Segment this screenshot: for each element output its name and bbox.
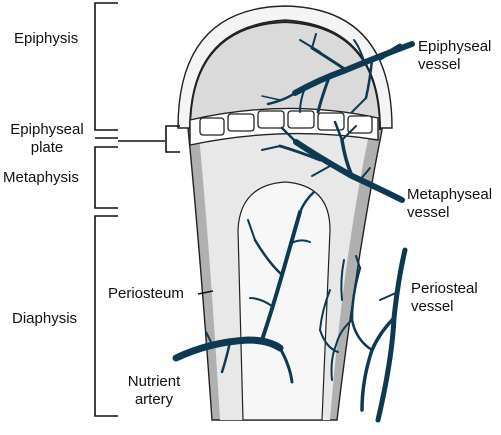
diaphysis-bracket xyxy=(94,215,118,417)
label-epiphyseal-plate: Epiphyseal plate xyxy=(10,121,84,156)
label-metaphyseal-vessel: Metaphyseal vessel xyxy=(407,186,493,221)
label-periosteal-vessel: Periosteal vessel xyxy=(411,280,478,315)
plate-pointer-bracket xyxy=(165,125,180,153)
plate-cell xyxy=(287,110,315,129)
nutrient-artery-vessel xyxy=(172,190,316,384)
medullary-cavity xyxy=(237,181,331,421)
epiphysis-bracket xyxy=(94,2,118,131)
periosteum-leader xyxy=(197,290,214,295)
label-epiphysis: Epiphysis xyxy=(14,30,79,47)
label-epiphyseal-vessel: Epiphyseal vessel xyxy=(418,38,492,73)
metaphyseal-vessel xyxy=(261,120,405,203)
plate-cell xyxy=(257,110,285,129)
metaphysis-bracket xyxy=(94,146,118,209)
label-nutrient-artery: Nutrient artery xyxy=(127,373,181,408)
plate-cell xyxy=(317,112,345,131)
vessels xyxy=(172,33,415,423)
plate-cell xyxy=(199,117,225,136)
epiphyseal-vessel xyxy=(261,33,415,114)
region-brackets xyxy=(94,2,214,417)
periosteal-vessel xyxy=(319,247,408,423)
label-diaphysis: Diaphysis xyxy=(12,310,78,327)
plate-cell xyxy=(227,113,255,132)
label-periosteum: Periosteum xyxy=(108,285,184,302)
label-metaphysis: Metaphysis xyxy=(3,169,79,186)
